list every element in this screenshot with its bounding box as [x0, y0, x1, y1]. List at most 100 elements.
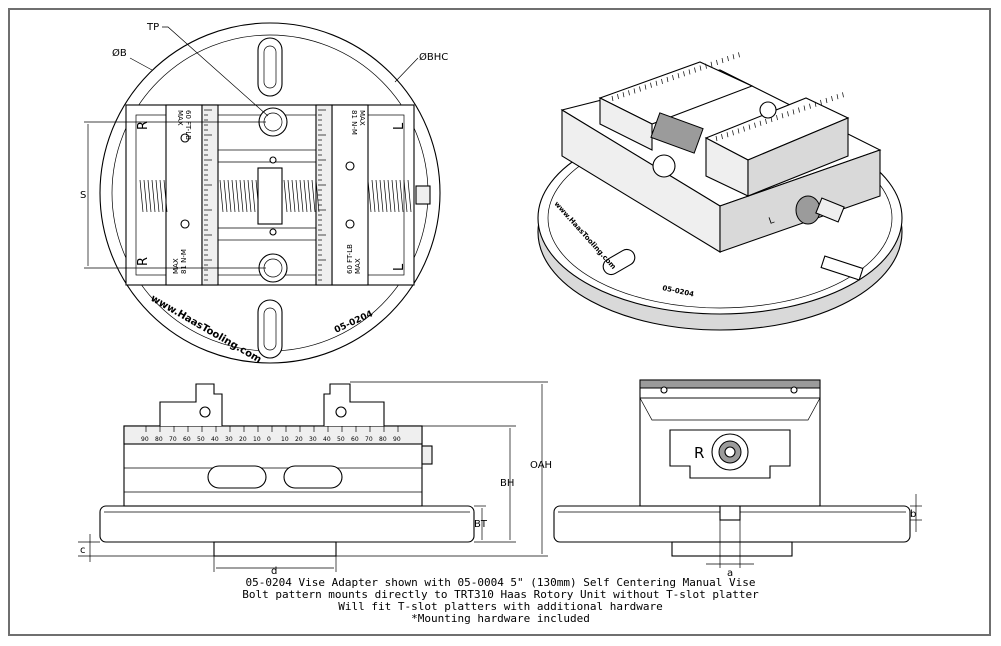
bottom-slot — [257, 299, 283, 359]
side-pilot — [671, 541, 793, 557]
label-dia-b: ØB — [112, 47, 127, 59]
front-scale-label: 10 — [253, 436, 261, 443]
thread-line — [299, 179, 304, 213]
front-adapter-plate — [99, 505, 475, 543]
mark-r-top: R — [136, 121, 151, 130]
iso-lead-screw — [650, 112, 704, 154]
iso-screw-knob — [795, 195, 821, 225]
iso-scale-ticks — [611, 52, 844, 142]
iso-tick — [705, 63, 707, 69]
label-c: c — [80, 545, 86, 556]
thread-line — [383, 179, 388, 213]
iso-tick — [683, 71, 685, 77]
thread-line — [311, 179, 316, 213]
iso-tick — [732, 130, 734, 136]
front-scale-label: 30 — [225, 436, 233, 443]
jaw-label-ft-lb-left: 60 FT-LB — [184, 110, 192, 140]
iso-tick — [672, 75, 674, 81]
thread-line — [243, 179, 248, 213]
dia-b-leader — [129, 57, 153, 71]
side-view: R a b — [553, 379, 922, 579]
jaw-label-max-right: MAX — [358, 110, 366, 126]
front-scale-label: 80 — [379, 436, 387, 443]
front-jaw-right-hole — [335, 406, 347, 418]
jaw-label-nm-left: 81 N-M — [180, 249, 188, 274]
side-chamfer — [639, 397, 821, 421]
front-scale-label: 60 — [183, 436, 191, 443]
jaw-hole-3 — [345, 161, 355, 171]
front-pilot — [213, 541, 337, 557]
thread-line — [143, 179, 148, 213]
screw-end — [415, 185, 431, 205]
iso-tick — [737, 128, 740, 134]
thread-line — [367, 179, 372, 213]
thread-line — [147, 179, 152, 213]
iso-jaw-back-front — [599, 97, 653, 151]
iso-tick — [639, 86, 641, 92]
iso-tick — [726, 132, 729, 138]
thread-line — [407, 179, 412, 213]
iso-tick — [661, 78, 663, 84]
drawing-frame — [8, 8, 991, 636]
iso-tick — [798, 107, 800, 113]
website-mark: www.HaasTooling.com — [149, 293, 264, 366]
top-slot-inner — [263, 45, 277, 89]
thread-line — [139, 179, 144, 213]
dia-bhc-leader — [394, 57, 419, 83]
bottom-slot-inner — [263, 307, 277, 351]
thread-line — [283, 179, 288, 213]
iso-tick — [715, 135, 718, 142]
top-view: R R L L 60 FT-LB MAX MAX 81 N-M 81 N-M M… — [80, 22, 448, 366]
iso-tick — [820, 99, 822, 105]
jaw-hole-1 — [180, 133, 190, 143]
front-scale-label: 10 — [281, 436, 289, 443]
side-hole-right — [790, 386, 798, 394]
front-jaw-left-hole — [199, 406, 211, 418]
jaw-label-max-right-2: MAX — [354, 258, 362, 274]
jaw-hole-2 — [180, 219, 190, 229]
iso-tick — [743, 126, 745, 132]
thread-line — [399, 179, 404, 213]
centre-channel — [217, 149, 317, 241]
jaw-hole-4 — [345, 219, 355, 229]
iso-tick — [650, 82, 652, 88]
iso-bolt-top — [759, 101, 777, 119]
thread-line — [219, 179, 224, 213]
thread-line — [379, 179, 384, 213]
iso-tick — [622, 92, 625, 98]
label-bt: BT — [474, 519, 488, 530]
thread-line — [223, 179, 228, 213]
left-scale-ticks — [204, 109, 212, 281]
iso-tick — [611, 95, 614, 102]
thread-line — [231, 179, 236, 213]
iso-tick — [677, 73, 680, 79]
label-b: b — [910, 509, 916, 520]
thread-line — [163, 179, 168, 213]
label-a: a — [727, 568, 733, 579]
front-scale-label: 40 — [211, 436, 219, 443]
iso-tick — [699, 65, 702, 71]
thread-line — [403, 179, 408, 213]
thread-line — [235, 179, 240, 213]
iso-tick — [776, 115, 778, 121]
caption-line-4: *Mounting hardware included — [411, 612, 590, 625]
iso-tick — [792, 109, 795, 115]
side-mark-r: R — [694, 444, 704, 462]
front-scale-label: 40 — [323, 436, 331, 443]
iso-tick — [825, 97, 828, 104]
mark-r-bottom: R — [136, 257, 151, 266]
iso-tick — [748, 124, 751, 130]
label-bh: BH — [500, 478, 514, 489]
thread-line — [291, 179, 296, 213]
right-jaw — [331, 104, 369, 286]
iso-jaw-front-side — [747, 117, 849, 197]
label-d: d — [271, 566, 277, 577]
thread-line — [155, 179, 160, 213]
top-slot — [257, 37, 283, 97]
iso-screw-end — [815, 197, 845, 223]
front-scale-label: 90 — [393, 436, 401, 443]
iso-tick — [809, 103, 811, 109]
iso-tick — [721, 134, 723, 140]
thread-line — [239, 179, 244, 213]
